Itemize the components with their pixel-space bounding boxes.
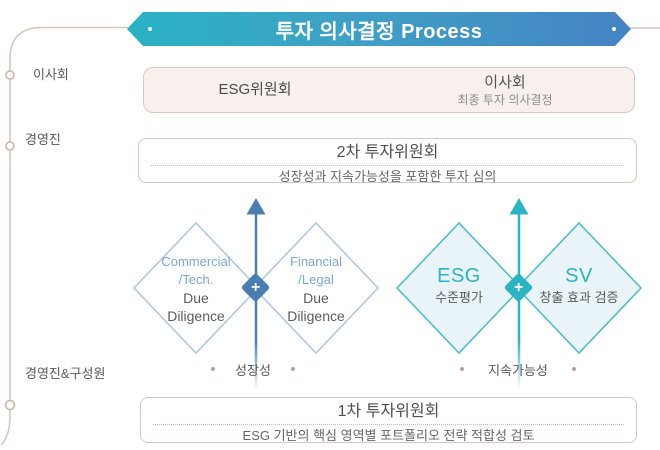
banner-dot-icon	[612, 27, 616, 31]
sv-title: SV	[565, 265, 593, 287]
sv-text: SV 창출 효과 검증	[524, 265, 634, 308]
dd-line: Due	[183, 290, 209, 306]
page-title: 투자 의사결정 Process	[275, 20, 483, 43]
esg-committee-label: ESG위원회	[218, 81, 292, 98]
bullet-dot-icon	[290, 367, 295, 371]
sv-subtitle: 창출 효과 검증	[539, 290, 619, 305]
committee2-box: 2차 투자위원회 성장성과 지속가능성을 포함한 투자 심의	[138, 138, 637, 184]
board-decision-subtitle: 최종 투자 의사결정	[457, 93, 553, 107]
esg-diamonds	[395, 221, 643, 355]
committee1-subtitle: ESG 기반의 핵심 영역별 포트폴리오 전략 적합성 검토	[242, 428, 535, 443]
dotted-divider	[151, 165, 624, 166]
sv-diamond	[515, 221, 643, 355]
row-label-board: 이사회	[33, 67, 69, 82]
plus-glyph: +	[250, 279, 261, 296]
dd-line: Due	[303, 290, 329, 306]
committee2-title: 2차 투자위원회	[336, 144, 439, 161]
bullet-dot-icon	[572, 367, 576, 371]
esg-text: ESG 수준평가	[404, 265, 514, 308]
row-label-management: 경영진	[25, 132, 61, 147]
dd-diamonds	[132, 221, 380, 355]
row-label-members: 경영진&구성원	[25, 366, 106, 381]
caption-growth-label: 성장성	[235, 362, 271, 378]
board-flow-box	[143, 67, 635, 113]
caption-sustainability-label: 지속가능성	[488, 362, 548, 378]
committee1-box: 1차 투자위원회 ESG 기반의 핵심 영역별 포트폴리오 전략 적합성 검토	[140, 397, 637, 443]
banner-dot-icon	[148, 27, 152, 31]
timeline-node-management	[5, 141, 15, 151]
caption-sustainability: 지속가능성	[460, 361, 576, 378]
commercial-tech-text: Commercial /Tech. Due Diligence	[141, 253, 251, 325]
esg-subtitle: 수준평가	[435, 290, 483, 305]
committee1-title: 1차 투자위원회	[337, 403, 440, 420]
commercial-tech-diamond	[132, 221, 260, 355]
dd-line: Diligence	[287, 308, 345, 324]
bullet-dot-icon	[211, 367, 215, 371]
financial-legal-diamond	[252, 221, 380, 355]
timeline-node-members	[4, 399, 16, 411]
timeline-rail	[0, 26, 660, 446]
bullet-dot-icon	[460, 367, 464, 371]
dd-line: /Legal	[298, 272, 334, 287]
dotted-divider	[153, 424, 624, 425]
committee2-subtitle: 성장성과 지속가능성을 포함한 투자 심의	[278, 169, 497, 184]
plus-glyph: +	[513, 279, 524, 296]
dd-line: Commercial	[161, 254, 231, 269]
esg-title: ESG	[437, 265, 481, 287]
dd-line: Financial	[289, 254, 343, 269]
dd-line: /Tech.	[178, 272, 214, 287]
process-banner: 투자 의사결정 Process	[127, 12, 631, 46]
board-decision-title: 이사회	[484, 74, 526, 91]
dd-line: Diligence	[167, 308, 225, 324]
caption-growth: 성장성	[211, 361, 295, 378]
financial-legal-text: Financial /Legal Due Diligence	[261, 253, 371, 325]
timeline-node-board	[5, 70, 15, 80]
board-decision-block: 이사회 최종 투자 의사결정	[420, 74, 590, 108]
esg-diamond	[395, 221, 523, 355]
